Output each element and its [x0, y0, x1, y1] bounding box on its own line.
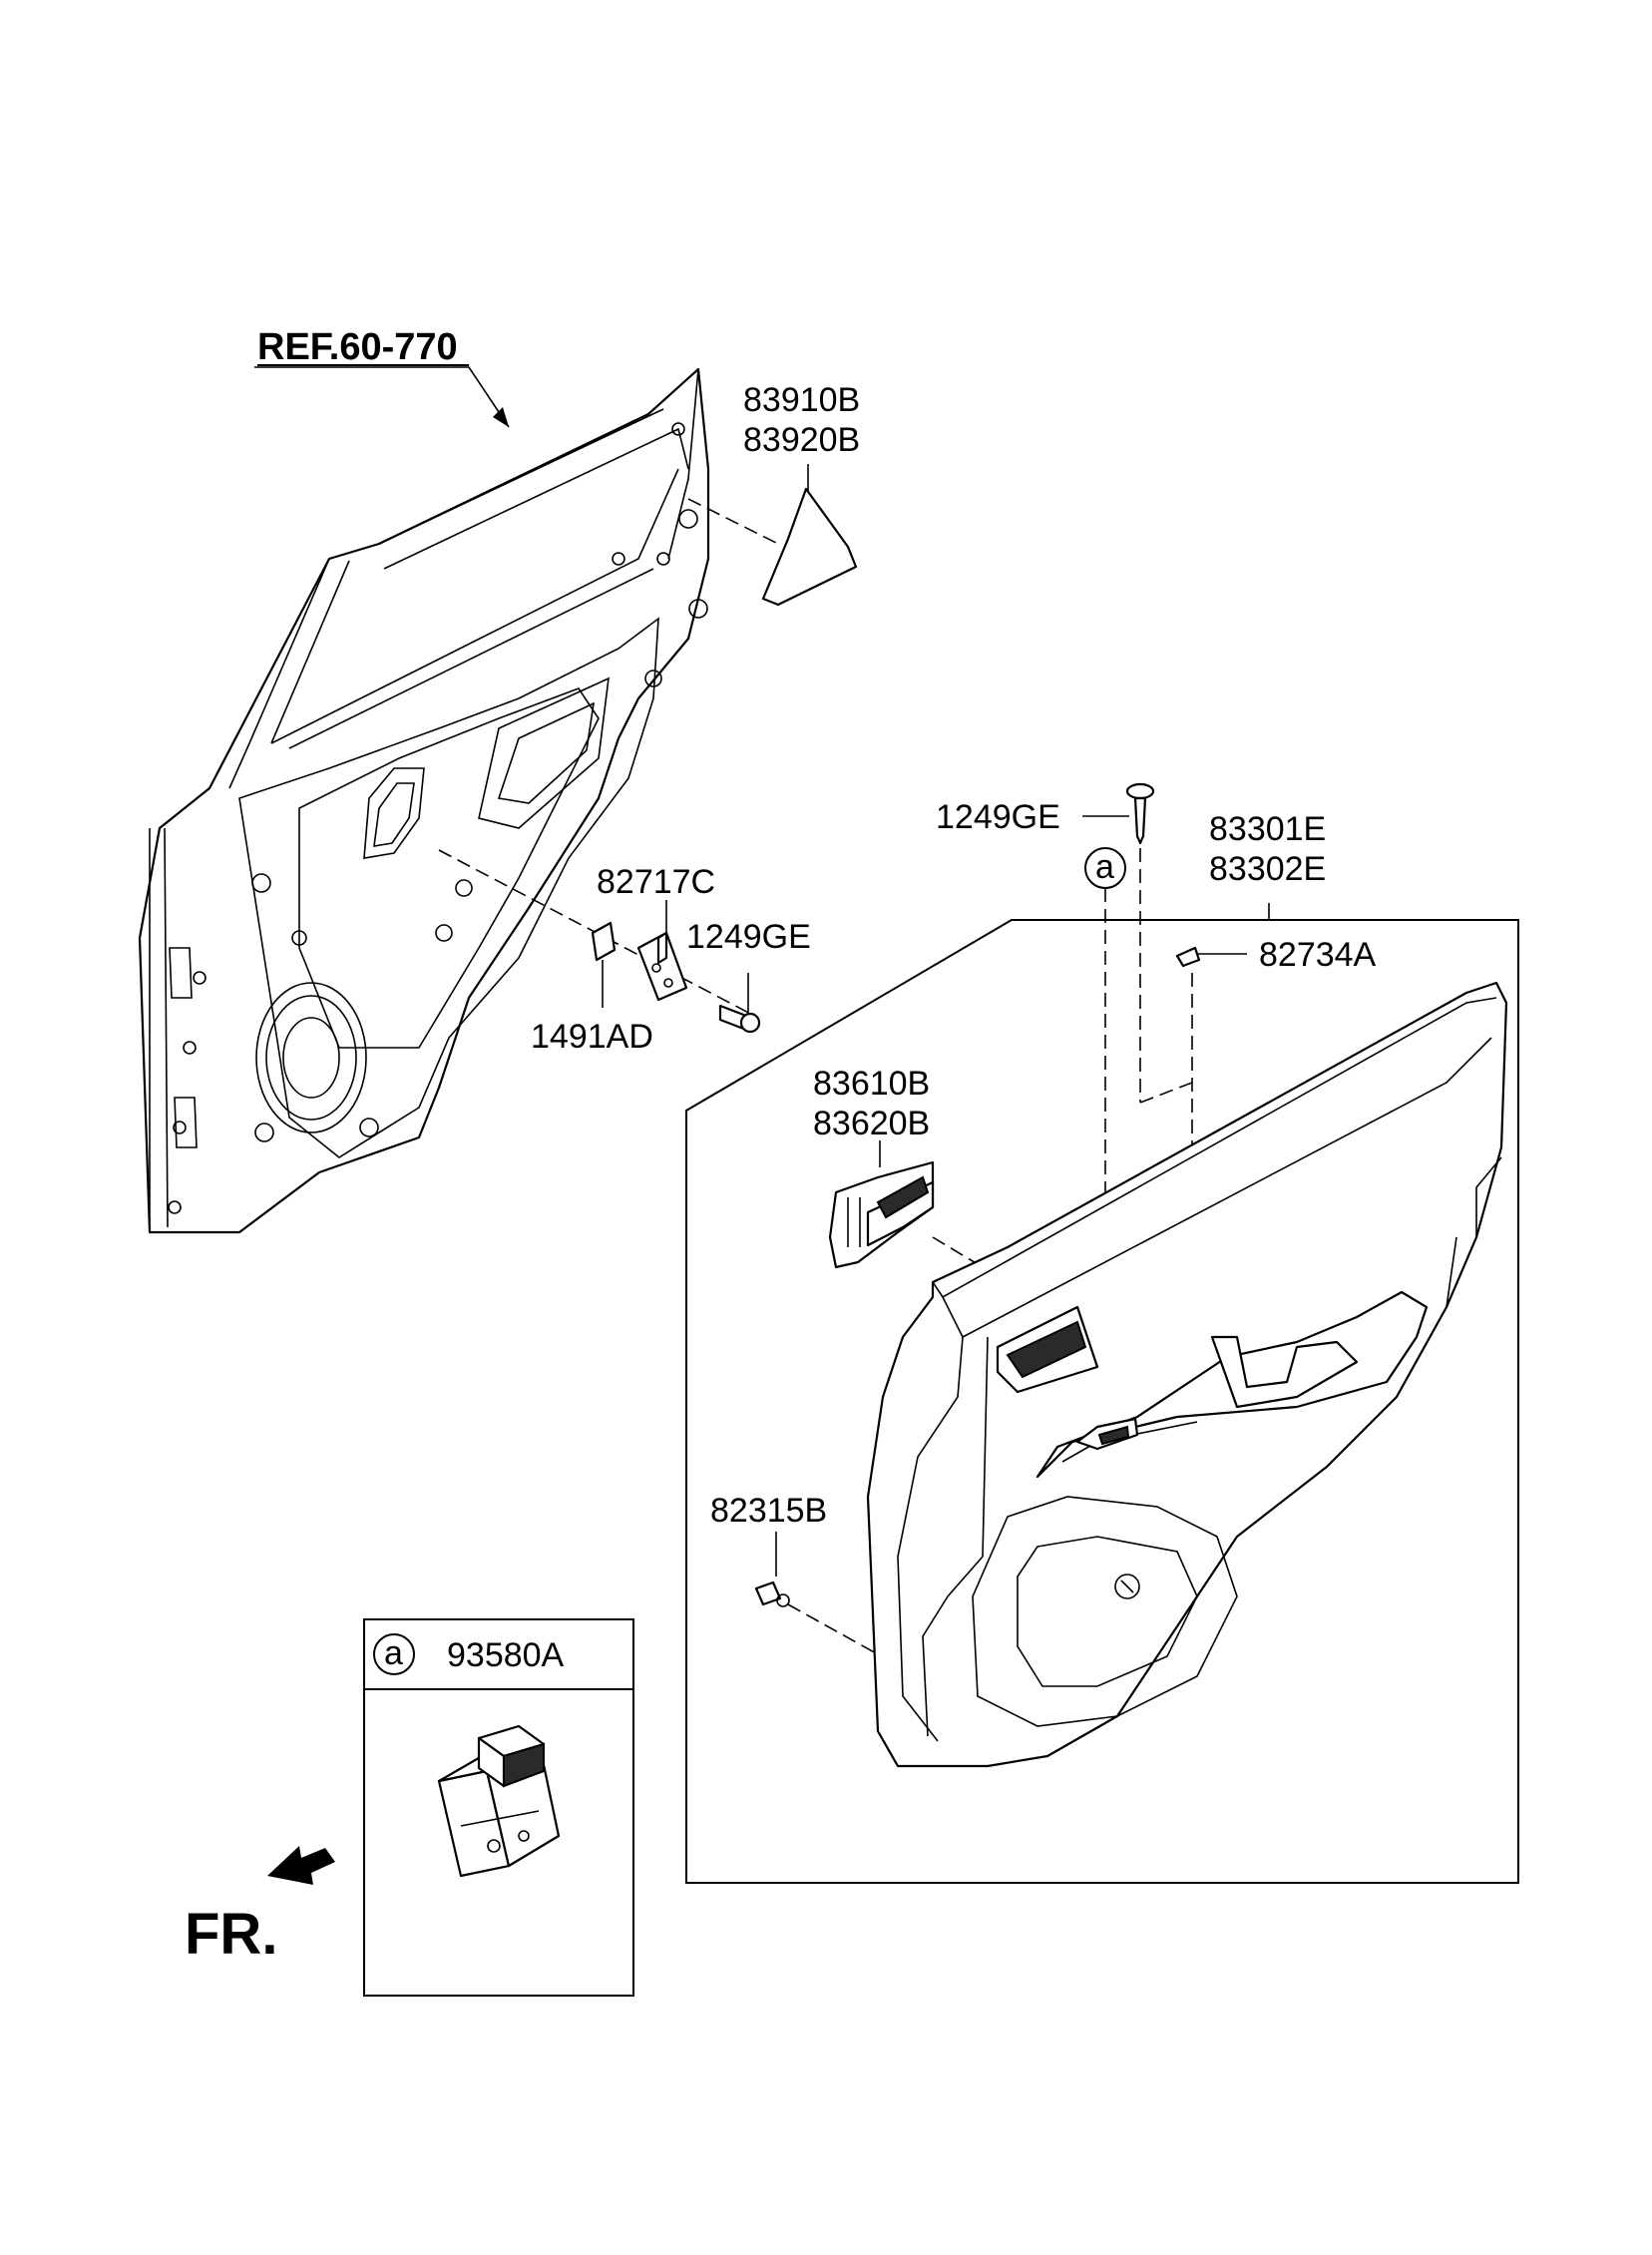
label-1249ge-top: 1249GE — [936, 798, 1060, 836]
trim-panel-callout-box — [685, 919, 1519, 1884]
label-83302e: 83302E — [1209, 850, 1326, 888]
front-arrow-icon — [267, 1846, 335, 1885]
label-82315b: 82315B — [710, 1492, 827, 1530]
part-82717c-bracket — [636, 900, 688, 1002]
part-83910b-garnish — [761, 487, 858, 607]
callout-a-label: a — [1095, 848, 1114, 886]
frame-holes — [168, 422, 708, 1214]
label-83910b: 83910B — [743, 381, 860, 419]
front-label: FR. — [185, 1902, 277, 1967]
part-82315b-clip — [754, 1580, 790, 1607]
label-83920b: 83920B — [743, 421, 860, 459]
ref-label: REF.60-770 — [257, 326, 458, 368]
label-83301e: 83301E — [1209, 810, 1326, 848]
part-82734a-clip — [1175, 946, 1247, 968]
legend-a-label: a — [384, 1634, 403, 1672]
part-1249ge-top-screw — [1082, 782, 1155, 845]
label-82717c: 82717C — [597, 863, 715, 901]
label-83610b: 83610B — [813, 1065, 930, 1103]
legend-a-circle — [373, 1633, 415, 1675]
part-83301e-door-trim-panel — [866, 981, 1508, 1768]
label-83620b: 83620B — [813, 1105, 930, 1142]
label-1249ge-bracket: 1249GE — [686, 918, 811, 956]
legend-box: a 93580A — [363, 1618, 634, 1997]
part-1249ge-bracket-screw — [718, 973, 761, 1034]
part-1491ad-clip — [591, 921, 617, 1008]
label-82734a: 82734A — [1259, 936, 1377, 974]
ref-leader-arrow — [493, 407, 509, 427]
front-direction-indicator: FR. — [185, 1846, 335, 1967]
label-1491ad: 1491AD — [531, 1018, 653, 1056]
ref-leader-line — [254, 366, 510, 428]
part-93580a-window-switch — [437, 1724, 561, 1878]
door-frame-ref-60-770 — [138, 366, 710, 1234]
part-83610b-inner-handle — [828, 1160, 935, 1269]
label-93580a: 93580A — [447, 1636, 565, 1674]
